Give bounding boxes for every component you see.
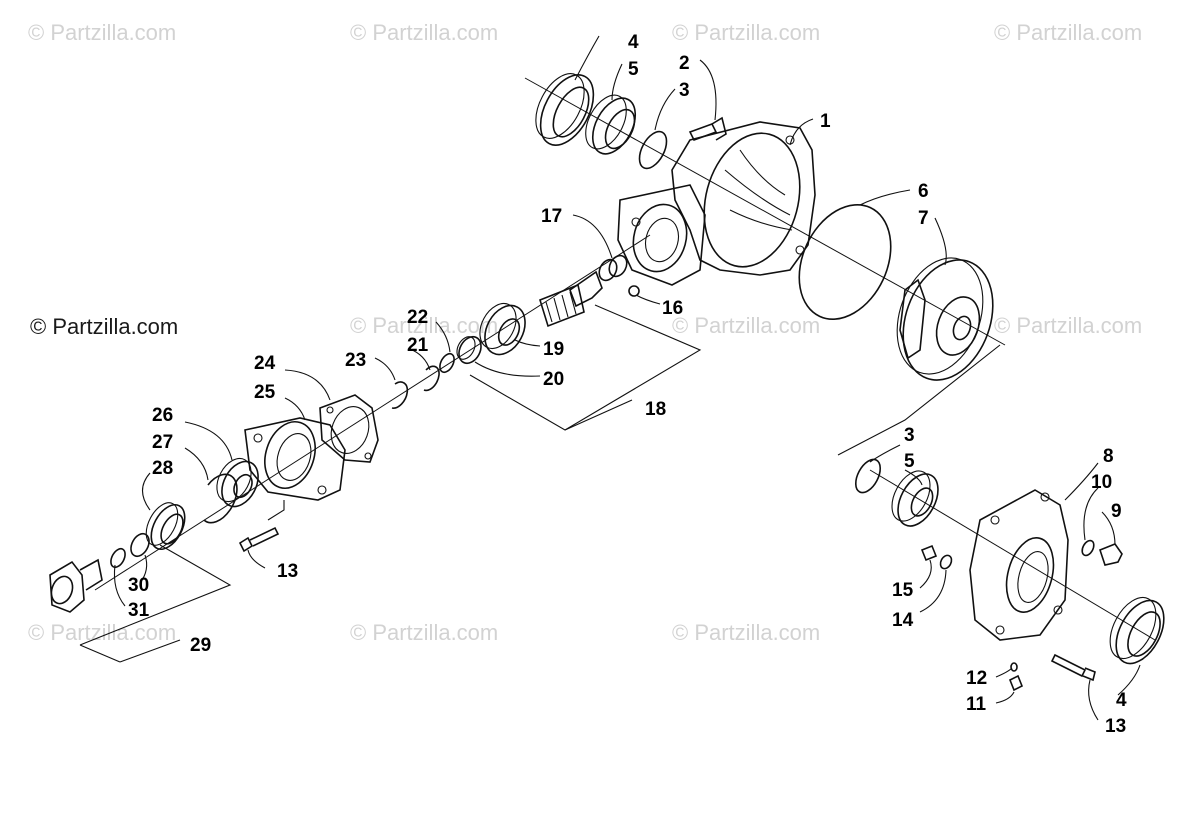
watermark-layer: © Partzilla.com © Partzilla.com © Partzi… — [28, 20, 1142, 645]
bracket-29 — [79, 544, 232, 646]
callout-30: 30 — [128, 575, 149, 596]
callout-5: 5 — [628, 59, 639, 80]
part-cover — [969, 489, 1069, 641]
part-bearing-pinion — [479, 302, 526, 356]
watermark: © Partzilla.com — [672, 20, 820, 45]
part-oring-small — [110, 547, 126, 569]
callout-10: 10 — [1091, 472, 1112, 493]
part-output-flange — [49, 558, 103, 613]
watermark: © Partzilla.com — [994, 20, 1142, 45]
callout-3: 3 — [904, 425, 915, 446]
callout-23: 23 — [345, 350, 366, 371]
callout-25: 25 — [254, 382, 276, 403]
callout-9: 9 — [1111, 501, 1122, 522]
part-shim-ring — [439, 352, 455, 374]
watermark: © Partzilla.com — [994, 313, 1142, 338]
watermark: © Partzilla.com — [350, 20, 498, 45]
part-bearing-left — [216, 457, 259, 508]
watermark: © Partzilla.com — [350, 620, 498, 645]
part-washer — [1081, 539, 1095, 557]
callout-13: 13 — [277, 561, 298, 582]
callout-31: 31 — [128, 600, 150, 621]
part-snap-ring — [391, 381, 409, 409]
part-spacer — [456, 335, 482, 365]
callout-1: 1 — [820, 111, 831, 132]
part-fill-plug — [920, 544, 938, 562]
callout-2: 2 — [679, 53, 690, 74]
callout-26: 26 — [152, 405, 173, 426]
part-pinion-shaft — [539, 270, 603, 328]
callout-15: 15 — [892, 580, 914, 601]
watermark: © Partzilla.com — [672, 620, 820, 645]
part-oring-upper — [638, 130, 668, 170]
part-vent-fitting — [688, 116, 727, 141]
brand-watermark: © Partzilla.com — [30, 314, 178, 339]
part-seal-lower — [1109, 596, 1165, 665]
callout-24: 24 — [254, 353, 276, 374]
callout-labels: 4 5 2 3 1 6 7 17 16 22 21 23 19 20 18 24… — [128, 32, 1127, 737]
bracket-lower — [837, 344, 1001, 456]
part-snap-ring-left — [203, 473, 238, 524]
part-bolt-small — [1008, 674, 1024, 692]
callout-18: 18 — [645, 399, 666, 420]
callout-14: 14 — [892, 610, 914, 631]
watermark: © Partzilla.com — [350, 313, 498, 338]
callout-16: 16 — [662, 298, 683, 319]
part-pinion-housing — [244, 417, 346, 501]
callout-29: 29 — [190, 635, 211, 656]
part-snap-ring-small — [423, 365, 440, 392]
callout-28: 28 — [152, 458, 173, 479]
part-oring-lower — [854, 458, 882, 494]
part-bearing-upper — [585, 94, 637, 155]
callout-7: 7 — [918, 208, 929, 229]
part-seal-upper — [535, 73, 595, 146]
watermark: © Partzilla.com — [672, 313, 820, 338]
part-drain-plug — [1099, 543, 1123, 566]
axis-line-lower-right — [869, 469, 1156, 641]
part-gasket — [319, 394, 379, 463]
part-collar — [130, 532, 150, 558]
callout-3: 3 — [679, 80, 690, 101]
callout-19: 19 — [543, 339, 564, 360]
callout-4: 4 — [1116, 690, 1127, 711]
callout-5: 5 — [904, 451, 915, 472]
callout-11: 11 — [966, 694, 987, 715]
part-washer-small — [939, 554, 953, 570]
callout-6: 6 — [918, 181, 929, 202]
callout-21: 21 — [407, 335, 429, 356]
watermark: © Partzilla.com — [28, 620, 176, 645]
part-seal-left — [145, 502, 186, 550]
part-bolt-lower — [1050, 653, 1096, 682]
part-oring-large — [798, 203, 892, 321]
callout-27: 27 — [152, 432, 173, 453]
callout-17: 17 — [541, 206, 562, 227]
callout-12: 12 — [966, 668, 987, 689]
callout-20: 20 — [543, 369, 564, 390]
bracket-lines — [79, 304, 1001, 663]
part-washer-tiny — [1010, 662, 1018, 672]
part-bolt-left — [238, 526, 280, 553]
part-bearing-lower — [891, 470, 939, 527]
part-plug — [628, 285, 640, 297]
part-differential-housing — [617, 121, 816, 286]
part-pinion-bearing — [598, 254, 628, 282]
watermark: © Partzilla.com — [28, 20, 176, 45]
leader-lines — [113, 35, 1141, 721]
bracket-18 — [469, 304, 702, 431]
callout-13: 13 — [1105, 716, 1126, 737]
callout-8: 8 — [1103, 446, 1114, 467]
callout-4: 4 — [628, 32, 639, 53]
callout-22: 22 — [407, 307, 428, 328]
part-ring-gear — [896, 257, 994, 381]
